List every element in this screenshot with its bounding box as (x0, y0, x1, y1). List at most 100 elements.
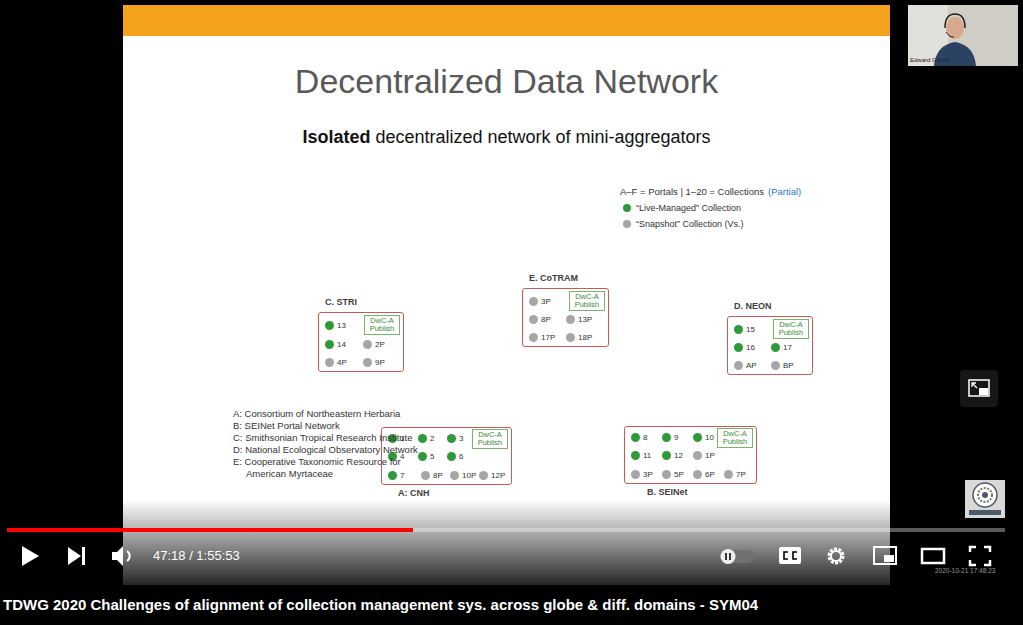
collection-item: 12P (479, 469, 505, 481)
collection-dot (421, 471, 430, 480)
collection-dot (734, 361, 743, 370)
collection-number: BP (783, 361, 794, 370)
collection-number: 7P (736, 470, 746, 479)
collection-item: 13 (325, 319, 346, 331)
legend-text: “Live-Managed” Collection (636, 203, 741, 213)
collection-dot (363, 358, 372, 367)
volume-icon (112, 546, 130, 566)
collection-number: 17P (541, 333, 555, 342)
next-icon (68, 547, 85, 565)
collection-dot (771, 343, 780, 352)
collection-item: 1P (693, 449, 715, 461)
collection-number: 1P (705, 451, 715, 460)
collection-number: 9 (674, 433, 678, 442)
progress-track (7, 528, 1005, 532)
collection-number: 2 (430, 434, 434, 443)
collection-dot (771, 361, 780, 370)
publish-badge: DwC-A Publish (717, 428, 753, 448)
portal-name: A: CNH (398, 488, 430, 498)
subtitle: decentralized network of mini-aggregator… (375, 127, 710, 148)
collection-item: 9P (363, 356, 385, 368)
collection-item: 8 (631, 431, 647, 443)
collection-dot (662, 470, 671, 479)
collection-item: 9 (662, 431, 678, 443)
portal-box: C. STRI13DwC-A Publish142P4P9P (318, 312, 404, 372)
collection-dot (450, 471, 459, 480)
legend-swatch (623, 220, 631, 228)
collection-number: 7 (400, 471, 404, 480)
portal-key: C: Smithsonian Tropical Research Institu… (233, 432, 413, 443)
collection-item: 15 (734, 323, 755, 335)
collection-number: 11 (643, 451, 651, 460)
collection-number: 5P (674, 470, 684, 479)
collection-item: 10P (450, 469, 476, 481)
publish-badge: DwC-A Publish (773, 319, 809, 339)
collection-item: 5P (662, 468, 684, 480)
collection-item: 2 (418, 432, 434, 444)
fullscreen-icon (970, 547, 990, 565)
collection-number: 14 (337, 340, 346, 349)
collection-item: 11 (631, 449, 651, 461)
collection-item: 12 (662, 449, 683, 461)
collection-number: 3 (459, 434, 463, 443)
collection-number: 16 (746, 343, 755, 352)
publish-badge: DwC-A Publish (569, 291, 605, 311)
collection-item: 13P (566, 313, 592, 325)
collection-dot (734, 343, 743, 352)
collection-dot (388, 471, 397, 480)
collection-dot (418, 434, 427, 443)
collection-dot (325, 358, 334, 367)
title-strip (0, 585, 1023, 625)
collection-item: 6 (447, 450, 463, 462)
portal-key: E: Cooperative Taxonomic Resource for Am… (233, 456, 414, 480)
collection-dot (724, 470, 733, 479)
collection-item: 3 (447, 432, 463, 444)
collection-number: AP (746, 361, 757, 370)
collection-item: 4P (325, 356, 347, 368)
collection-item: 3P (631, 468, 653, 480)
collection-number: 17 (783, 343, 792, 352)
legend-note: (Partial) (768, 186, 801, 197)
collection-dot (529, 333, 538, 342)
portal-key: A: Consortium of Northeastern Herbaria (233, 408, 400, 419)
collection-item: 8P (529, 313, 551, 325)
legend-heading: A–F = Portals | 1–20 = Collections (620, 186, 764, 197)
publish-badge: DwC-A Publish (472, 429, 508, 449)
collection-item: 8P (421, 469, 443, 481)
legend-item: “Snapshot” Collection (Vs.) (623, 219, 744, 229)
collection-number: 8 (643, 433, 647, 442)
collection-item: 7 (388, 469, 404, 481)
collection-dot (734, 325, 743, 334)
portal-name: C. STRI (325, 297, 357, 307)
miniplayer-button (960, 370, 998, 407)
play-icon (22, 546, 39, 566)
collection-number: 18P (578, 333, 592, 342)
badge-text: DwC-A Publish (723, 429, 748, 446)
settings-icon (829, 549, 843, 563)
portal-box: E. CoTRAM3PDwC-A Publish8P13P17P18P (522, 288, 609, 347)
collection-dot (693, 470, 702, 479)
collection-item: BP (771, 359, 794, 371)
collection-dot (631, 470, 640, 479)
collection-item: 7P (724, 468, 746, 480)
collection-dot (447, 452, 456, 461)
timestamp: 2020-10-21 17:48:23 (935, 567, 995, 574)
collection-number: 3P (643, 470, 653, 479)
collection-number: 15 (746, 325, 755, 334)
webcam-thumbnail (908, 5, 1018, 66)
slide-banner (123, 5, 890, 36)
collection-item: 16 (734, 341, 755, 353)
captions-icon (779, 547, 801, 564)
collection-dot (529, 315, 538, 324)
portal-key: B: SEINet Portal Network (233, 420, 340, 431)
slide (123, 5, 890, 585)
collection-dot (418, 452, 427, 461)
collection-item: 10 (693, 431, 714, 443)
collection-dot (662, 433, 671, 442)
collection-dot (631, 433, 640, 442)
collection-item: 6P (693, 468, 715, 480)
collection-dot (693, 433, 702, 442)
collection-dot (566, 333, 575, 342)
collection-dot (693, 451, 702, 460)
miniplayer-icon (874, 547, 896, 564)
